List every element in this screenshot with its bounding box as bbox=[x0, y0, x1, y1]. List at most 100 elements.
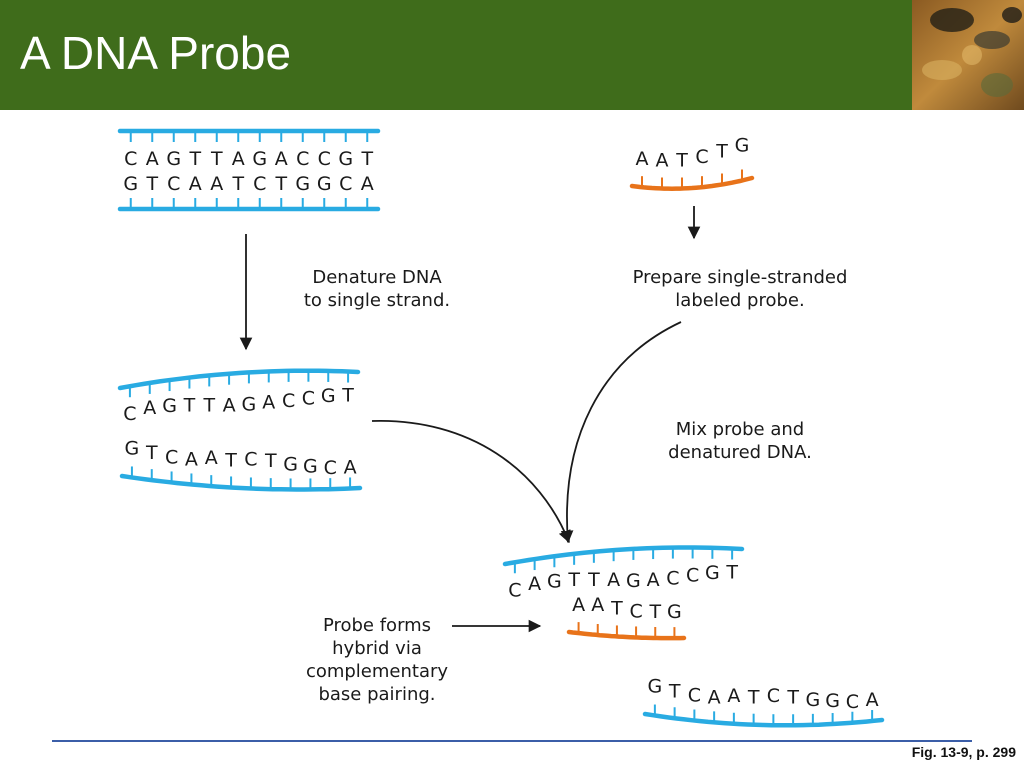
hybrid-probe-strand-base-letter: A bbox=[591, 594, 604, 616]
dna-bottom-strand-base-letter: A bbox=[189, 173, 202, 195]
prepare-probe-line-1: Prepare single-stranded bbox=[632, 267, 848, 288]
denatured-bottom-strand-base-letter: C bbox=[324, 457, 337, 479]
released-complementary-strand-base-letter: T bbox=[786, 686, 799, 708]
released-complementary-strand-base-letter: C bbox=[846, 691, 859, 713]
denatured-top-strand-base-letter: C bbox=[282, 390, 295, 412]
released-complementary-strand-base-letter: A bbox=[708, 686, 721, 708]
dna-top-strand-base-letter: A bbox=[146, 148, 159, 170]
dna-bottom-strand-base-letter: T bbox=[274, 173, 287, 195]
denatured-bottom-strand-base-letter: A bbox=[185, 448, 198, 470]
dna-top-strand-base-letter: T bbox=[360, 148, 373, 170]
denatured-bottom-strand-base-letter: C bbox=[165, 446, 178, 468]
hybrid-probe-strand-base-letter: C bbox=[629, 600, 642, 622]
hybrid-template-strand-base-letter: C bbox=[666, 568, 679, 590]
probe-strand-base-letter: A bbox=[656, 150, 669, 172]
dna-bottom-strand-base-letter: G bbox=[317, 173, 332, 195]
denatured-top-strand-base-letter: A bbox=[262, 391, 275, 413]
denature-step-line-1: Denature DNA bbox=[312, 267, 442, 288]
denatured-bottom-strand-base-letter: G bbox=[125, 437, 140, 459]
hybrid-template-strand-base-letter: T bbox=[725, 562, 738, 584]
slide-title: A DNA Probe bbox=[20, 27, 292, 79]
denatured-top-strand-base-letter: G bbox=[321, 385, 336, 407]
hybrid-step-label: Probe forms hybrid via complementary bas… bbox=[292, 614, 462, 706]
dna-bottom-strand-base-letter: C bbox=[339, 173, 352, 195]
denatured-top-strand-base-letter: G bbox=[242, 393, 257, 415]
probe-strand-backbone bbox=[629, 175, 755, 191]
released-complementary-strand-base-letter: G bbox=[806, 689, 821, 711]
hybrid-probe-strand-base-letter: T bbox=[610, 597, 623, 619]
released-complementary-strand-base-letter: A bbox=[727, 685, 740, 707]
dna-bottom-strand-base-letter: G bbox=[123, 173, 138, 195]
released-complementary-strand-base-letter: C bbox=[688, 685, 701, 707]
dna-top-strand-base-letter: G bbox=[338, 148, 353, 170]
prepare-probe-line-2: labeled probe. bbox=[675, 290, 805, 311]
mix-step-line-2: denatured DNA. bbox=[668, 442, 812, 463]
header-photo-image bbox=[912, 0, 1024, 110]
denature-step-label: Denature DNA to single strand. bbox=[292, 266, 462, 312]
dna-top-strand-base-letter: C bbox=[296, 148, 309, 170]
dna-top-strand-base-letter: C bbox=[124, 148, 137, 170]
probe-strand-base-letter: C bbox=[695, 146, 708, 168]
hybrid-probe-strand-base-letter: A bbox=[572, 594, 585, 616]
denatured-top-strand-base-letter: G bbox=[162, 395, 177, 417]
probe-strand-base-letter: G bbox=[735, 135, 750, 157]
dna-bottom-strand-base-letter: T bbox=[231, 173, 244, 195]
hybrid-template-strand-base-letter: G bbox=[547, 570, 562, 592]
denatured-bottom-strand-base-letter: A bbox=[344, 456, 357, 478]
hybrid-template-strand-base-letter: C bbox=[508, 579, 521, 601]
dna-bottom-strand-base-letter: C bbox=[253, 173, 266, 195]
denature-step-line-2: to single strand. bbox=[303, 290, 451, 311]
hybrid-template-strand-base-letter: A bbox=[607, 569, 620, 591]
hybrid-template-strand-base-letter: G bbox=[705, 562, 720, 584]
denatured-top-strand-backbone bbox=[117, 368, 361, 391]
dna-top-strand-base-letter: T bbox=[210, 148, 223, 170]
denatured-bottom-strand-base-letter: C bbox=[244, 448, 257, 470]
released-complementary-strand-base-letter: C bbox=[767, 685, 780, 707]
mix-step-line-1: Mix probe and bbox=[675, 419, 805, 440]
denatured-top-strand-base-letter: A bbox=[223, 395, 236, 417]
denatured-top-strand-base-letter: C bbox=[123, 403, 136, 425]
denatured-bottom-strand-base-letter: T bbox=[264, 450, 277, 472]
denatured-top-strand-base-letter: A bbox=[143, 397, 156, 419]
released-complementary-strand-base-letter: A bbox=[866, 689, 879, 711]
hybrid-probe-strand-backbone bbox=[566, 629, 687, 641]
denatured-bottom-strand-base-letter: T bbox=[224, 449, 237, 471]
footer-rule bbox=[52, 740, 972, 742]
prepare-probe-step-label: Prepare single-stranded labeled probe. bbox=[615, 266, 865, 312]
denatured-bottom-strand-base-letter: G bbox=[283, 453, 298, 475]
denatured-bottom-strand-base-letter: T bbox=[145, 442, 158, 464]
probe-to-hybrid-arrow bbox=[560, 321, 682, 544]
dna-top-strand-base-letter: A bbox=[232, 148, 245, 170]
hybrid-probe-strand-base-letter: G bbox=[667, 601, 682, 623]
probe-strand-base-letter: T bbox=[675, 150, 688, 172]
dna-bottom-strand-base-letter: G bbox=[295, 173, 310, 195]
hybrid-step-line-4: base pairing. bbox=[318, 684, 436, 705]
hybrid-probe-strand-base-letter: T bbox=[648, 601, 661, 623]
dna-bottom-strand-base-letter: T bbox=[145, 173, 158, 195]
mix-step-label: Mix probe and denatured DNA. bbox=[645, 418, 835, 464]
dna-top-strand-base-letter: A bbox=[275, 148, 288, 170]
denatured-bottom-strand-base-letter: G bbox=[303, 455, 318, 477]
hybrid-template-strand-base-letter: T bbox=[567, 569, 580, 591]
denatured-top-strand-base-letter: T bbox=[202, 394, 215, 416]
released-complementary-strand-base-letter: G bbox=[648, 676, 663, 698]
dna-top-strand-base-letter: T bbox=[188, 148, 201, 170]
released-complementary-strand-base-letter: G bbox=[825, 690, 840, 712]
hybrid-template-strand-backbone bbox=[502, 545, 745, 567]
probe-strand-base-letter: T bbox=[715, 141, 728, 163]
hybrid-step-line-1: Probe forms bbox=[322, 615, 432, 636]
denatured-to-hybrid-arrow bbox=[371, 420, 571, 544]
hybrid-step-line-3: complementary bbox=[305, 661, 449, 682]
denatured-top-strand-base-letter: T bbox=[341, 385, 354, 407]
dna-top-strand-base-letter: G bbox=[166, 148, 181, 170]
hybrid-step-line-2: hybrid via bbox=[332, 638, 422, 659]
